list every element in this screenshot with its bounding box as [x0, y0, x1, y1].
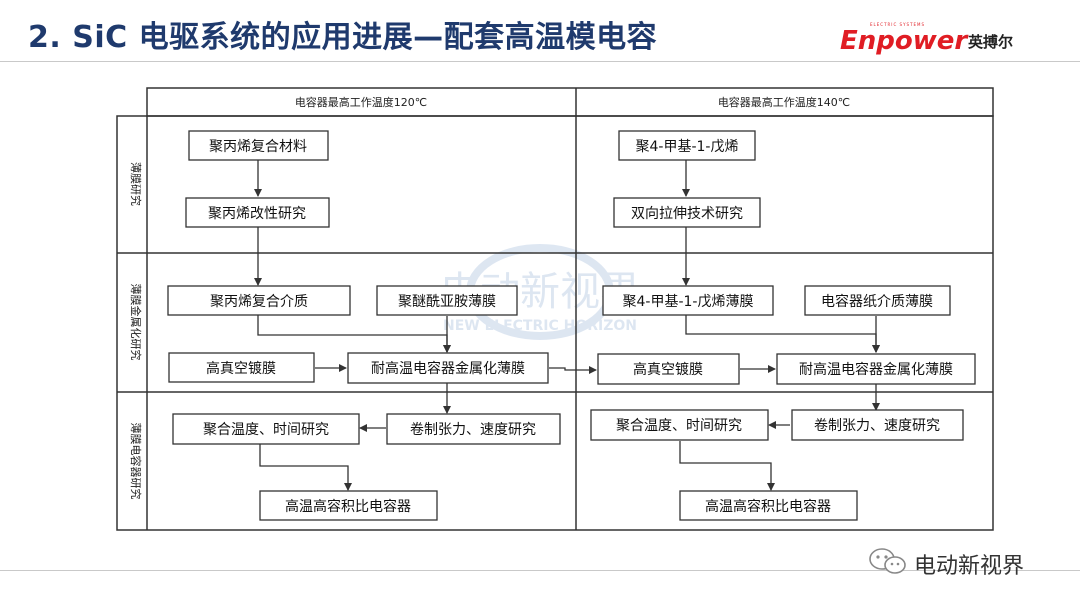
- box-metallized-film-right: 耐高温电容器金属化薄膜: [799, 361, 953, 378]
- connectors: [254, 160, 880, 491]
- box-metallized-film-left: 耐高温电容器金属化薄膜: [371, 360, 525, 377]
- box-vacuum-coating-left: 高真空镀膜: [206, 360, 276, 377]
- box-vacuum-coating-right: 高真空镀膜: [633, 361, 703, 378]
- box-paper-dielectric-film: 电容器纸介质薄膜: [821, 293, 933, 310]
- process-boxes: [167, 130, 976, 521]
- logo-tagline: ELECTRIC SYSTEMS: [870, 22, 926, 27]
- box-capacitor-right: 高温高容积比电容器: [705, 498, 831, 515]
- row-label-metallization-research: 薄膜金属化研究: [129, 284, 143, 361]
- row-label-capacitor-research: 薄膜电容器研究: [129, 423, 143, 500]
- grid: [116, 87, 994, 531]
- box-winding-study-right: 卷制张力、速度研究: [814, 418, 940, 434]
- box-pp-composite: 聚丙烯复合材料: [209, 138, 307, 155]
- box-winding-study-left: 卷制张力、速度研究: [410, 422, 536, 438]
- box-capacitor-left: 高温高容积比电容器: [285, 498, 411, 515]
- box-pmp: 聚4-甲基-1-戊烯: [636, 138, 739, 155]
- logo-brand: Enpower: [840, 26, 968, 56]
- footer-source-text: 电动新视界: [914, 554, 1025, 579]
- logo-chinese: 英搏尔: [968, 33, 1014, 51]
- box-pp-composite-dielectric: 聚丙烯复合介质: [210, 293, 308, 310]
- wechat-icon: [869, 548, 906, 574]
- box-pp-modification: 聚丙烯改性研究: [208, 206, 306, 222]
- row-label-film-research: 薄膜研究: [129, 162, 143, 206]
- box-pmp-film: 聚4-甲基-1-戊烯薄膜: [623, 293, 754, 310]
- footer-divider: [0, 570, 1080, 571]
- box-pei-film: 聚醚酰亚胺薄膜: [398, 294, 496, 310]
- title-divider: [0, 61, 1080, 62]
- column-header-120c: 电容器最高工作温度120℃: [295, 95, 427, 109]
- box-biaxial-stretching: 双向拉伸技术研究: [631, 206, 743, 222]
- box-polymerization-study-right: 聚合温度、时间研究: [616, 418, 742, 434]
- page-title: 2. SiC 电驱系统的应用进展—配套高温模电容: [28, 20, 658, 55]
- column-header-140c: 电容器最高工作温度140℃: [718, 95, 850, 109]
- watermark-english: NEW ELECTRIC HORIZON: [443, 318, 637, 334]
- box-polymerization-study-left: 聚合温度、时间研究: [203, 422, 329, 438]
